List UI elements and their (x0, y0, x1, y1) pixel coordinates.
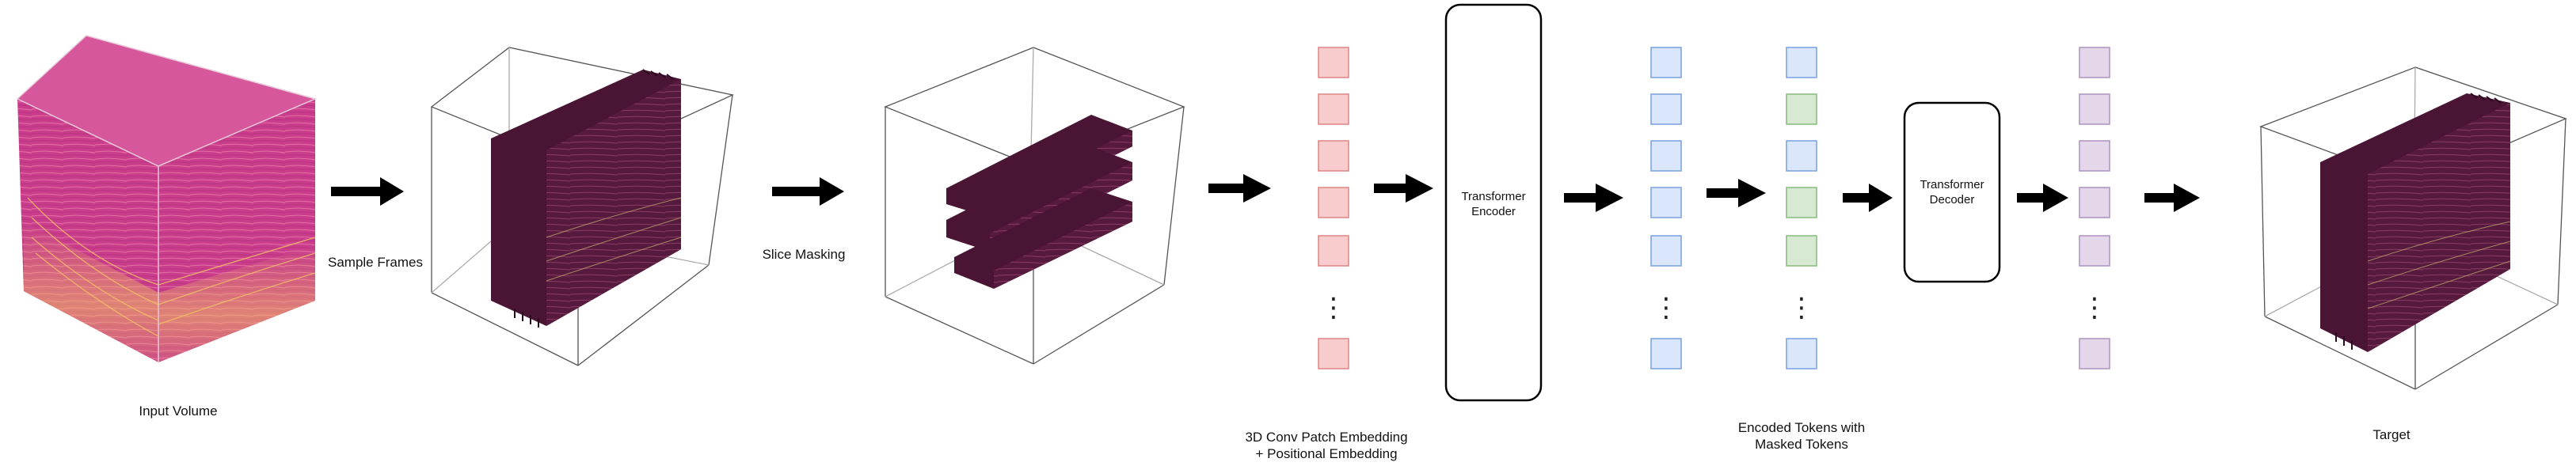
arrow-8 (2017, 184, 2068, 212)
encoder-label: Transformer Encoder (1446, 189, 1541, 219)
arrow-2 (772, 177, 844, 206)
token-purple-decoded (2079, 235, 2110, 267)
token-blue-encoded-masked (1786, 47, 1817, 78)
decoder-label-line-2: Decoder (1929, 193, 1975, 206)
token-blue-encoded (1650, 93, 1682, 125)
input-volume-cube (17, 35, 318, 362)
target-cube (2259, 66, 2567, 390)
encoded-tokens-label: Encoded Tokens with Masked Tokens (1710, 419, 1893, 453)
token-blue-encoded (1650, 140, 1682, 172)
token-purple-decoded (2079, 338, 2110, 369)
masked-slab-3 (954, 188, 1132, 289)
encoder-label-line-1: Transformer (1461, 190, 1526, 203)
token-blue-encoded-masked (1786, 140, 1817, 172)
encoder-label-line-2: Encoder (1471, 205, 1516, 218)
arrow-6 (1707, 179, 1766, 207)
arrow-4 (1374, 174, 1433, 203)
slice-masking-cube (884, 47, 1185, 365)
input-volume-label: Input Volume (139, 403, 218, 419)
token-red-embedding (1318, 140, 1349, 172)
token-red-embedding (1318, 47, 1349, 78)
slice-masking-label: Slice Masking (762, 247, 846, 262)
token-columns: ⋮ ⋮ ⋮ ⋮ (1318, 47, 2110, 369)
token-blue-encoded (1650, 47, 1682, 78)
token-purple-decoded (2079, 140, 2110, 172)
token-blue-encoded (1650, 187, 1682, 218)
encoded-label-line-1: Encoded Tokens with (1737, 420, 1866, 435)
token-green-encoded-masked (1786, 187, 1817, 218)
token-red-embedding (1318, 338, 1349, 369)
token-ellipsis: ⋮ (1320, 292, 1347, 324)
arrow-1 (331, 177, 404, 206)
token-purple-decoded (2079, 187, 2110, 218)
sample-frames-label: Sample Frames (328, 255, 423, 270)
token-purple-decoded (2079, 47, 2110, 78)
transformer-decoder-box (1903, 101, 2001, 283)
arrow-7 (1843, 184, 1893, 212)
sample-frames-cube (430, 47, 735, 366)
token-blue-encoded (1650, 338, 1682, 369)
token-red-embedding (1318, 93, 1349, 125)
arrow-9 (2144, 184, 2200, 212)
token-ellipsis: ⋮ (1653, 292, 1680, 324)
decoder-label: Transformer Decoder (1904, 177, 2000, 207)
decoder-label-line-1: Transformer (1920, 178, 1984, 191)
token-purple-decoded (2079, 93, 2110, 125)
token-red-embedding (1318, 187, 1349, 218)
embedding-label-line-2: + Positional Embedding (1255, 446, 1398, 461)
token-green-encoded-masked (1786, 235, 1817, 267)
arrow-3 (1208, 174, 1271, 203)
token-ellipsis: ⋮ (2081, 292, 2108, 324)
embedding-label-line-1: 3D Conv Patch Embedding (1245, 430, 1408, 445)
token-green-encoded-masked (1786, 93, 1817, 125)
token-ellipsis: ⋮ (1788, 292, 1815, 324)
transformer-encoder-box (1444, 3, 1543, 402)
target-label: Target (2372, 427, 2410, 442)
token-blue-encoded (1650, 235, 1682, 267)
embedding-label: 3D Conv Patch Embedding + Positional Emb… (1235, 429, 1417, 462)
token-red-embedding (1318, 235, 1349, 267)
token-blue-encoded-masked (1786, 338, 1817, 369)
encoded-label-line-2: Masked Tokens (1755, 437, 1848, 452)
arrow-5 (1564, 184, 1623, 212)
